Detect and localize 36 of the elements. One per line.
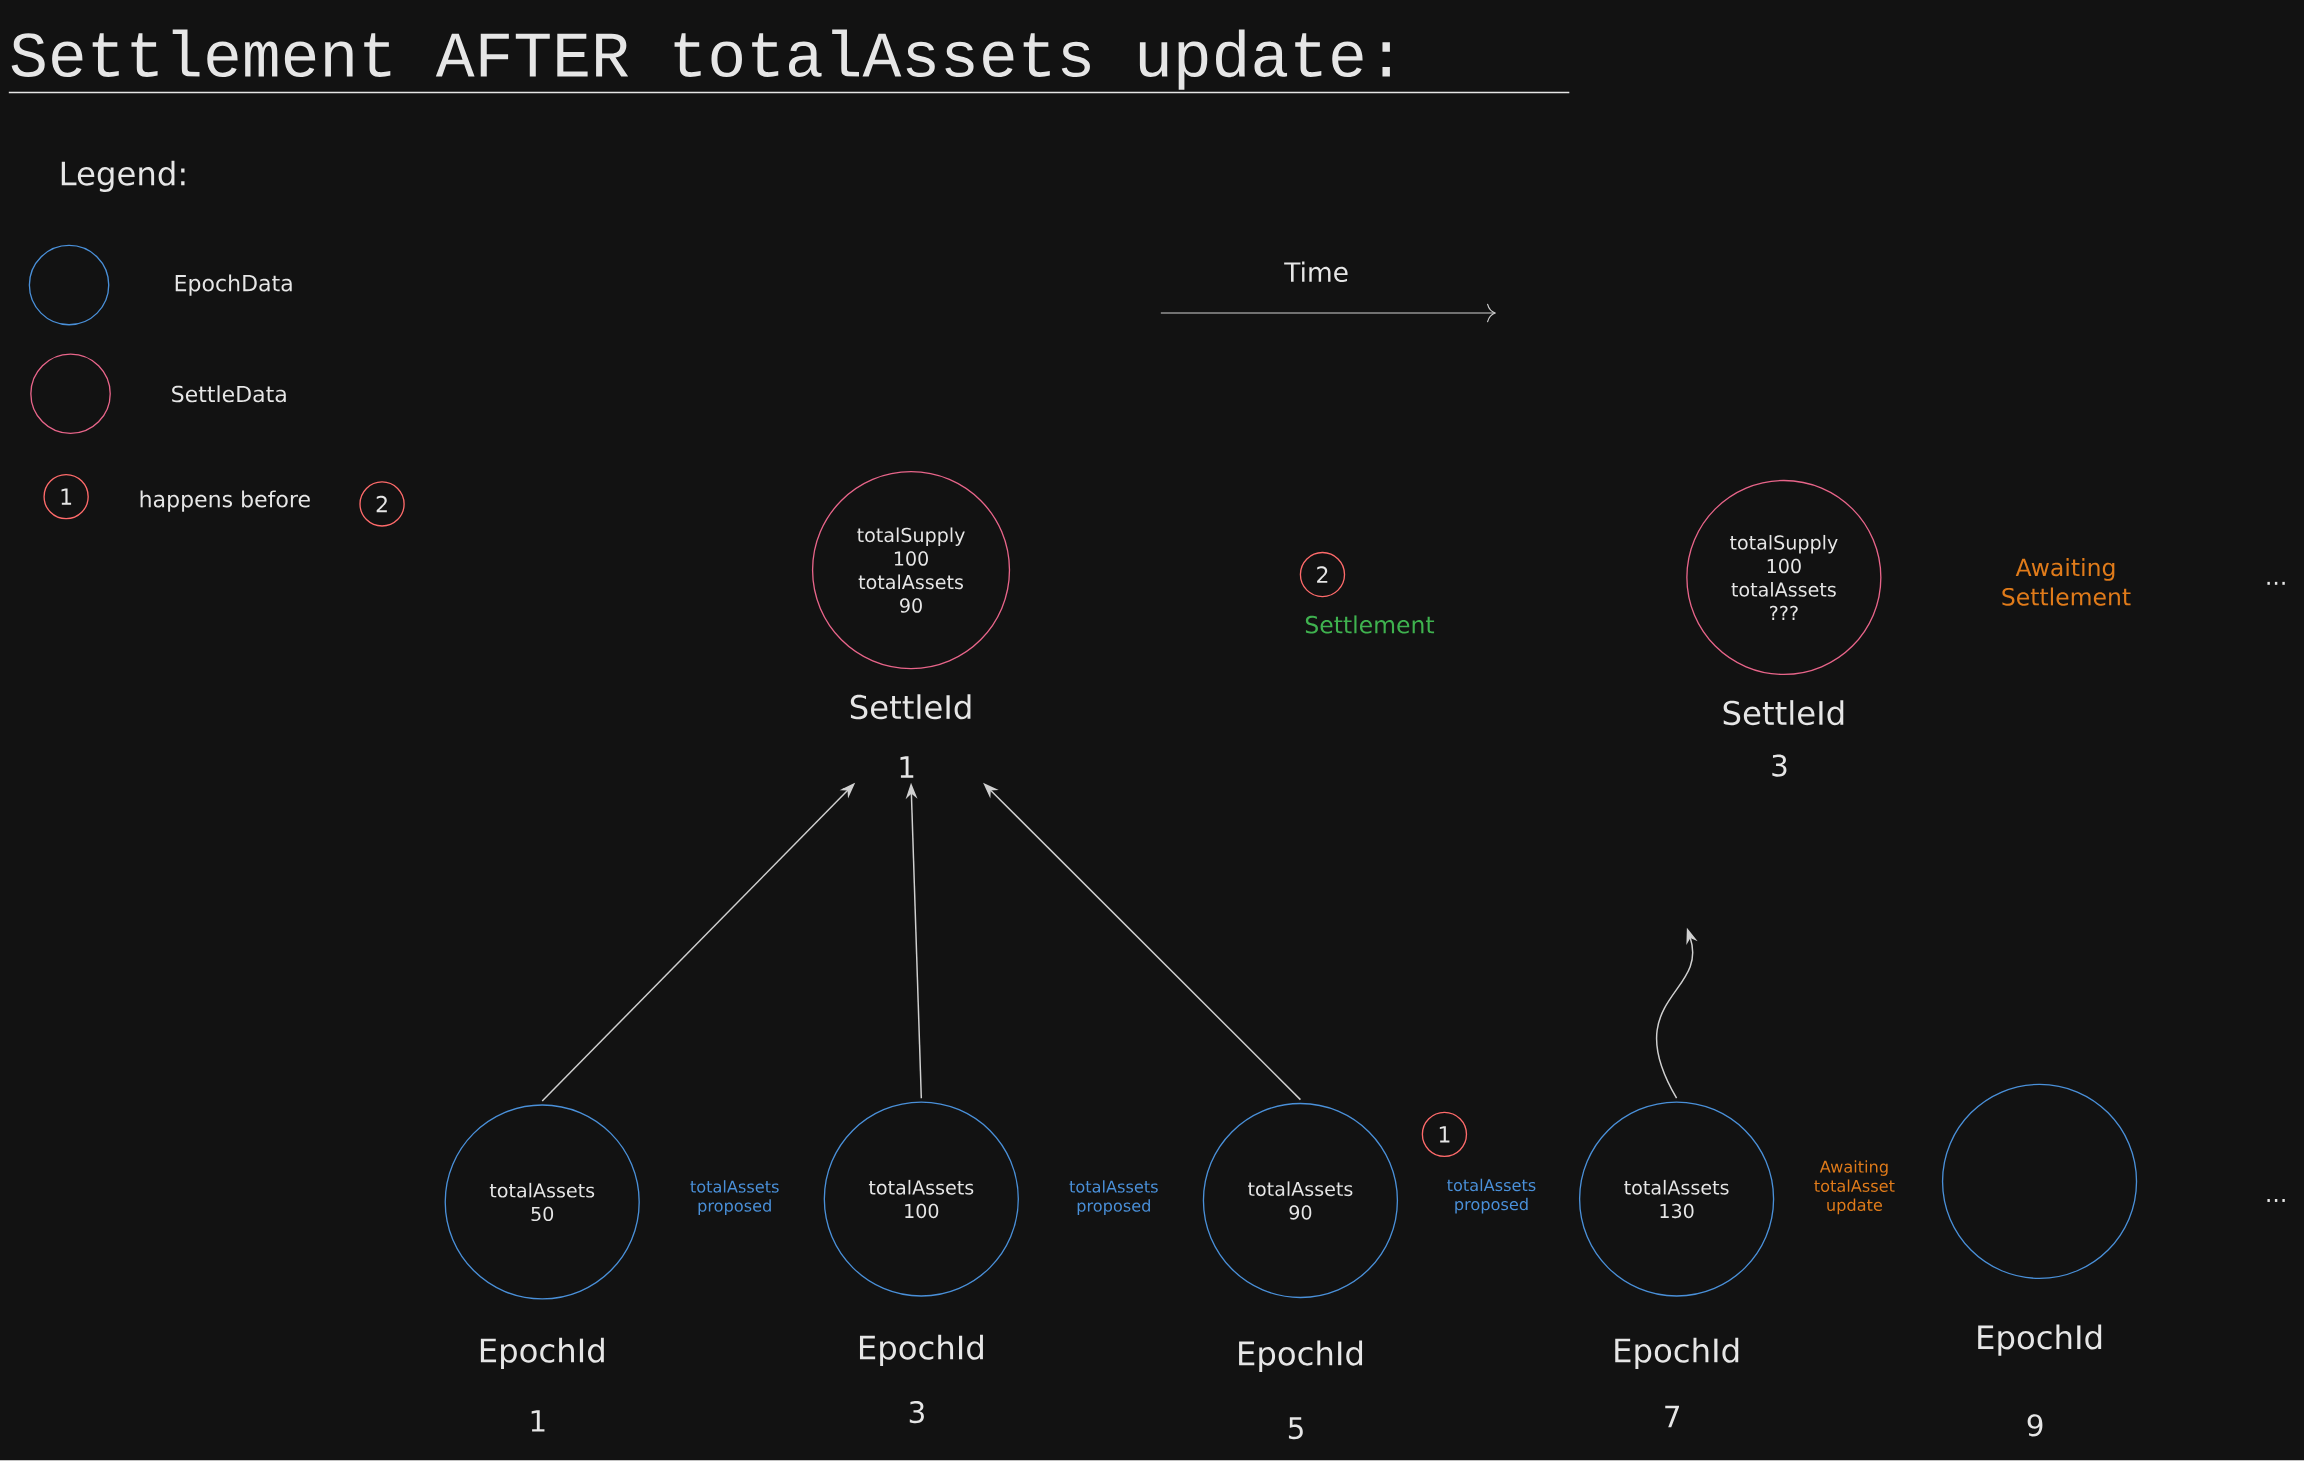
annotation-text: totalAssets proposed: [1447, 1178, 1536, 1214]
id-number: 1: [900, 756, 914, 778]
node-label: ???: [1770, 606, 1798, 621]
id-number: 1: [531, 1410, 545, 1432]
annotation-text: totalAssets proposed: [690, 1180, 779, 1216]
node-label: 100: [1767, 559, 1801, 574]
id-number: 3: [1772, 754, 1787, 777]
node-label: totalAssets: [1731, 582, 1836, 597]
legend-item: SettleData: [30, 353, 286, 435]
legend-text: happens before: [140, 490, 310, 512]
ellipsis: ...: [2267, 582, 2285, 585]
axis-label: Time: [1284, 261, 1348, 283]
id-label: SettleId: [850, 694, 971, 720]
annotation-text: totalAssets proposed: [1069, 1180, 1158, 1216]
status-label: Awaiting Settlement: [2002, 558, 2131, 606]
node-label: 90: [900, 598, 922, 613]
id-label: EpochId: [480, 1337, 604, 1370]
node-label: 100: [894, 551, 928, 566]
node-label: totalSupply: [1729, 535, 1838, 554]
ellipsis: ...: [2267, 1199, 2285, 1203]
status-label: Settlement: [1305, 615, 1435, 634]
id-number: 3: [909, 1401, 924, 1424]
id-label: EpochId: [860, 1334, 983, 1367]
id-number: 9: [2027, 1414, 2043, 1437]
legend-item: EpochData: [28, 244, 292, 326]
id-label: EpochId: [1615, 1337, 1739, 1370]
id-label: SettleId: [1723, 700, 1844, 726]
id-label: EpochId: [1978, 1324, 2102, 1356]
title: Settlement AFTER totalAssets update:: [11, 29, 1390, 90]
legend-heading: Legend:: [61, 160, 185, 193]
id-label: EpochId: [1239, 1340, 1363, 1373]
annotation-text: Awaiting totalAsset update: [1814, 1160, 1895, 1215]
id-number: 7: [1665, 1406, 1679, 1428]
id-number: 5: [1288, 1417, 1303, 1440]
node-label: totalAssets: [858, 574, 964, 590]
node-label: totalSupply: [857, 527, 965, 547]
